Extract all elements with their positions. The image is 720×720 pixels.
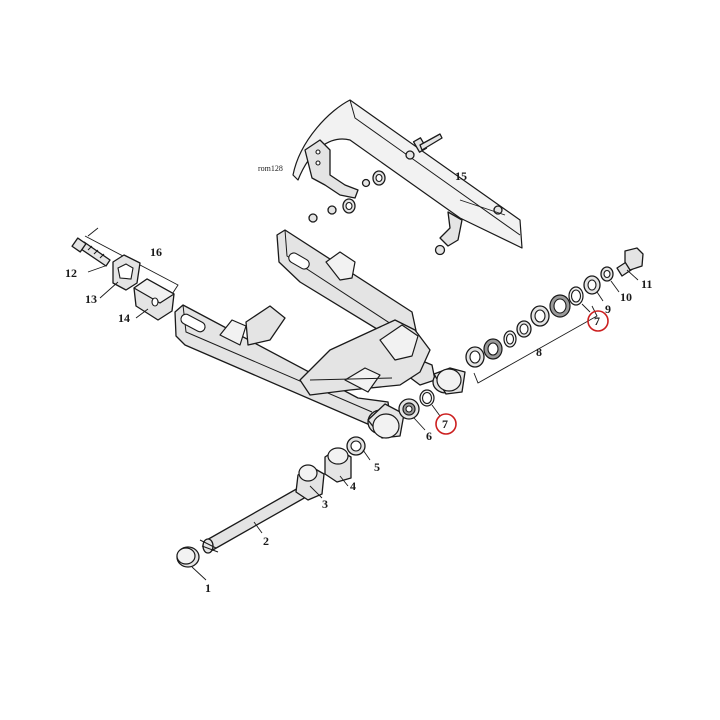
callout-5: 5 [374, 460, 380, 474]
leader-lines [87, 199, 639, 581]
callout-3: 3 [322, 497, 328, 511]
pivot-parts [176, 389, 435, 568]
bearing-kit-group [465, 247, 644, 384]
callout-14: 14 [118, 311, 130, 325]
highlight-markers [435, 310, 609, 435]
callout-7-right: 7 [594, 314, 600, 328]
callout-15: 15 [455, 169, 467, 183]
callout-11: 11 [641, 277, 652, 291]
callout-7-left: 7 [442, 417, 448, 431]
chain-guard-hardware [308, 133, 503, 256]
callout-labels: 1 2 3 4 5 6 7 8 7 9 10 11 12 13 14 15 16… [65, 164, 652, 595]
callout-9: 9 [605, 302, 611, 316]
callout-13: 13 [85, 292, 97, 306]
axle-adjuster-group [71, 227, 179, 321]
highlight-ring-7-right [587, 310, 609, 332]
callout-2: 2 [263, 534, 269, 548]
reference-tag: rom128 [258, 164, 283, 173]
callout-1: 1 [205, 581, 211, 595]
highlight-ring-7-left [435, 413, 457, 435]
callout-6: 6 [426, 429, 432, 443]
callout-10: 10 [620, 290, 632, 304]
callout-12: 12 [65, 266, 77, 280]
swingarm [174, 229, 466, 439]
callout-4: 4 [350, 479, 356, 493]
callout-16: 16 [150, 245, 162, 259]
callout-8: 8 [536, 345, 542, 359]
chain-guard-part-15 [292, 99, 523, 249]
